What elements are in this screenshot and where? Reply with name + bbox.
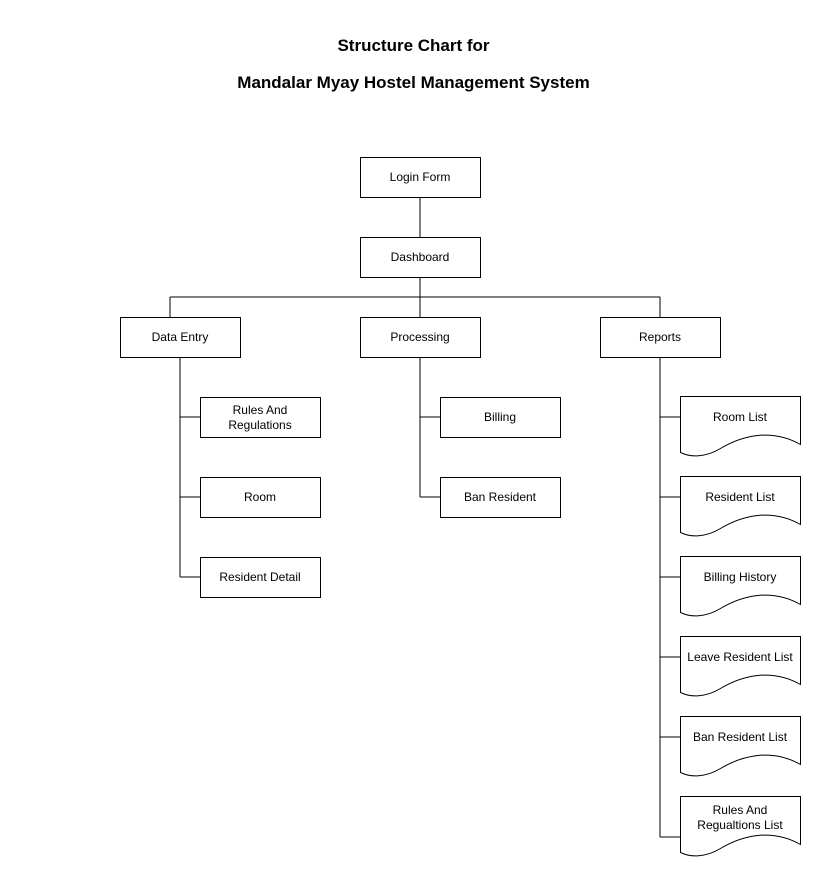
node-label-line2: Regualtions List <box>697 818 783 832</box>
node-label: Reports <box>639 330 681 344</box>
node-ban-resident: Ban Resident <box>440 477 561 518</box>
node-label: Data Entry <box>152 330 209 344</box>
node-dashboard: Dashboard <box>360 237 481 278</box>
node-billing-history: Billing History <box>680 556 801 617</box>
node-label-line1: Rules And <box>233 403 288 417</box>
node-ban-resident-list: Ban Resident List <box>680 716 801 777</box>
node-reports: Reports <box>600 317 721 358</box>
chart-title: Structure Chart for <box>337 36 490 55</box>
node-login-form: Login Form <box>360 157 481 198</box>
node-label-line2: Regulations <box>228 418 291 432</box>
node-label: Billing <box>484 410 516 424</box>
node-room: Room <box>200 477 321 518</box>
node-resident-list: Resident List <box>680 476 801 537</box>
chart-subtitle: Mandalar Myay Hostel Management System <box>237 73 590 92</box>
node-label-line1: Rules And <box>713 803 768 817</box>
node-data-entry: Data Entry <box>120 317 241 358</box>
node-label: Resident Detail <box>219 570 300 584</box>
connectors <box>169 197 680 838</box>
node-room-list: Room List <box>680 396 801 457</box>
node-resident-detail: Resident Detail <box>200 557 321 598</box>
node-label: Room List <box>713 410 768 424</box>
node-label: Billing History <box>704 570 777 584</box>
node-label: Dashboard <box>391 250 450 264</box>
node-label: Leave Resident List <box>687 650 793 664</box>
node-rules-and-regualtions-list: Rules And Regualtions List <box>680 796 801 857</box>
node-leave-resident-list: Leave Resident List <box>680 636 801 697</box>
node-billing: Billing <box>440 397 561 438</box>
node-label: Room <box>244 490 276 504</box>
node-rules-and-regulations: Rules And Regulations <box>200 397 321 438</box>
node-label: Resident List <box>705 490 775 504</box>
node-label: Login Form <box>390 170 451 184</box>
node-processing: Processing <box>360 317 481 358</box>
node-label: Ban Resident <box>464 490 537 504</box>
node-label: Ban Resident List <box>693 730 788 744</box>
node-label: Processing <box>390 330 449 344</box>
